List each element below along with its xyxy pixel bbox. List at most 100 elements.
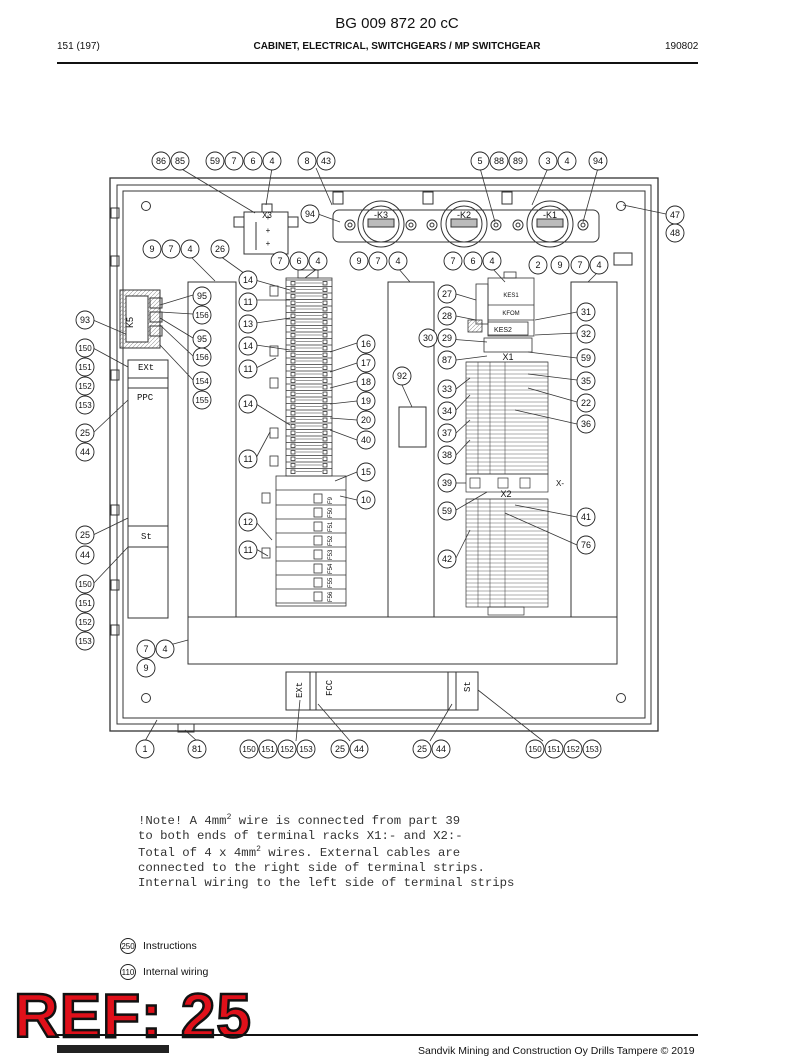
svg-text:152: 152 [78, 618, 92, 627]
svg-text:15: 15 [361, 467, 371, 477]
callout-5: 5 [470, 151, 490, 171]
svg-text:153: 153 [299, 745, 313, 754]
svg-text:7: 7 [375, 256, 380, 266]
callout-156: 156 [192, 305, 212, 325]
svg-text:47: 47 [670, 210, 680, 220]
svg-text:35: 35 [581, 376, 591, 386]
svg-text:-K3: -K3 [374, 210, 388, 220]
svg-text:4: 4 [187, 244, 192, 254]
callout-151: 151 [258, 739, 278, 759]
svg-text:11: 11 [243, 364, 252, 374]
svg-text:89: 89 [513, 156, 523, 166]
svg-text:22: 22 [581, 398, 591, 408]
callout-7: 7 [224, 151, 244, 171]
svg-text:95: 95 [197, 291, 207, 301]
svg-text:9: 9 [149, 244, 154, 254]
svg-text:152: 152 [78, 382, 92, 391]
st-bottom-label: St [463, 681, 473, 692]
svg-text:25: 25 [80, 428, 90, 438]
callout-41: 41 [576, 507, 596, 527]
svg-text:18: 18 [361, 377, 371, 387]
svg-text:13: 13 [243, 319, 253, 329]
svg-text:32: 32 [581, 329, 591, 339]
contactor-k3: -K3 [357, 200, 405, 248]
relay-group: KES1 KFOM KES2 [467, 271, 535, 353]
svg-text:4: 4 [596, 260, 601, 270]
svg-text:8: 8 [304, 156, 309, 166]
svg-text:4: 4 [489, 256, 494, 266]
svg-text:150: 150 [242, 745, 256, 754]
callout-11: 11 [238, 359, 258, 379]
svg-text:34: 34 [442, 406, 452, 416]
svg-text:19: 19 [361, 396, 371, 406]
fuse-label: F9 [328, 496, 334, 504]
callout-13: 13 [238, 314, 258, 334]
leader-lines [92, 167, 667, 742]
callout-7: 7 [270, 251, 290, 271]
svg-text:151: 151 [78, 363, 92, 372]
callout-32: 32 [576, 324, 596, 344]
x2-label: X2 [500, 489, 511, 499]
svg-text:7: 7 [450, 256, 455, 266]
legend-label: Instructions [143, 940, 197, 952]
svg-text:20: 20 [361, 415, 371, 425]
svg-text:85: 85 [175, 156, 185, 166]
callout-44: 44 [75, 442, 95, 462]
callout-151: 151 [544, 739, 564, 759]
svg-text:25: 25 [80, 530, 90, 540]
callout-44: 44 [431, 739, 451, 759]
ext-bottom-label: EXt [295, 682, 305, 698]
callout-17: 17 [356, 353, 376, 373]
relay-k5: K5 [119, 289, 163, 349]
svg-text:9: 9 [143, 663, 148, 673]
left-label-column: EXt PPC St [127, 359, 169, 619]
svg-text:2: 2 [535, 260, 540, 270]
callout-26: 26 [210, 239, 230, 259]
svg-text:28: 28 [442, 311, 452, 321]
callout-93: 93 [75, 310, 95, 330]
svg-text:26: 26 [215, 244, 225, 254]
x3-label: X3 [262, 211, 272, 220]
svg-text:4: 4 [269, 156, 274, 166]
callout-88: 88 [489, 151, 509, 171]
callout-4: 4 [155, 639, 175, 659]
legend-label: Internal wiring [143, 966, 209, 978]
callout-152: 152 [277, 739, 297, 759]
svg-text:31: 31 [581, 307, 591, 317]
svg-text:5: 5 [477, 156, 482, 166]
callout-94: 94 [300, 204, 320, 224]
svg-text:9: 9 [356, 256, 361, 266]
callout-4: 4 [180, 239, 200, 259]
callout-6: 6 [243, 151, 263, 171]
svg-text:-K1: -K1 [543, 210, 557, 220]
callout-37: 37 [437, 423, 457, 443]
svg-text:154: 154 [195, 377, 209, 386]
callout-19: 19 [356, 391, 376, 411]
cabinet-enclosure [109, 177, 659, 733]
kes1-label: KES1 [503, 293, 519, 299]
callout-150: 150 [75, 574, 95, 594]
callout-94: 94 [588, 151, 608, 171]
callout-9: 9 [142, 239, 162, 259]
callout-152: 152 [75, 612, 95, 632]
callout-9: 9 [550, 255, 570, 275]
svg-text:7: 7 [143, 644, 148, 654]
callout-8: 8 [297, 151, 317, 171]
ext-label: EXt [138, 363, 154, 373]
kfom-label: KFOM [502, 311, 519, 317]
footer-rule [57, 1034, 698, 1036]
callout-4: 4 [262, 151, 282, 171]
svg-text:76: 76 [581, 540, 591, 550]
svg-text:86: 86 [156, 156, 166, 166]
svg-text:153: 153 [585, 745, 599, 754]
revision-date: 190802 [665, 41, 699, 52]
svg-text:39: 39 [442, 478, 452, 488]
kes2-label: KES2 [494, 327, 512, 334]
callout-87: 87 [437, 350, 457, 370]
svg-text:11: 11 [243, 454, 252, 464]
wiring-note: !Note! A 4mm2 wire is connected from par… [138, 813, 515, 890]
callout-7: 7 [368, 251, 388, 271]
callout-7: 7 [443, 251, 463, 271]
callout-95: 95 [192, 329, 212, 349]
